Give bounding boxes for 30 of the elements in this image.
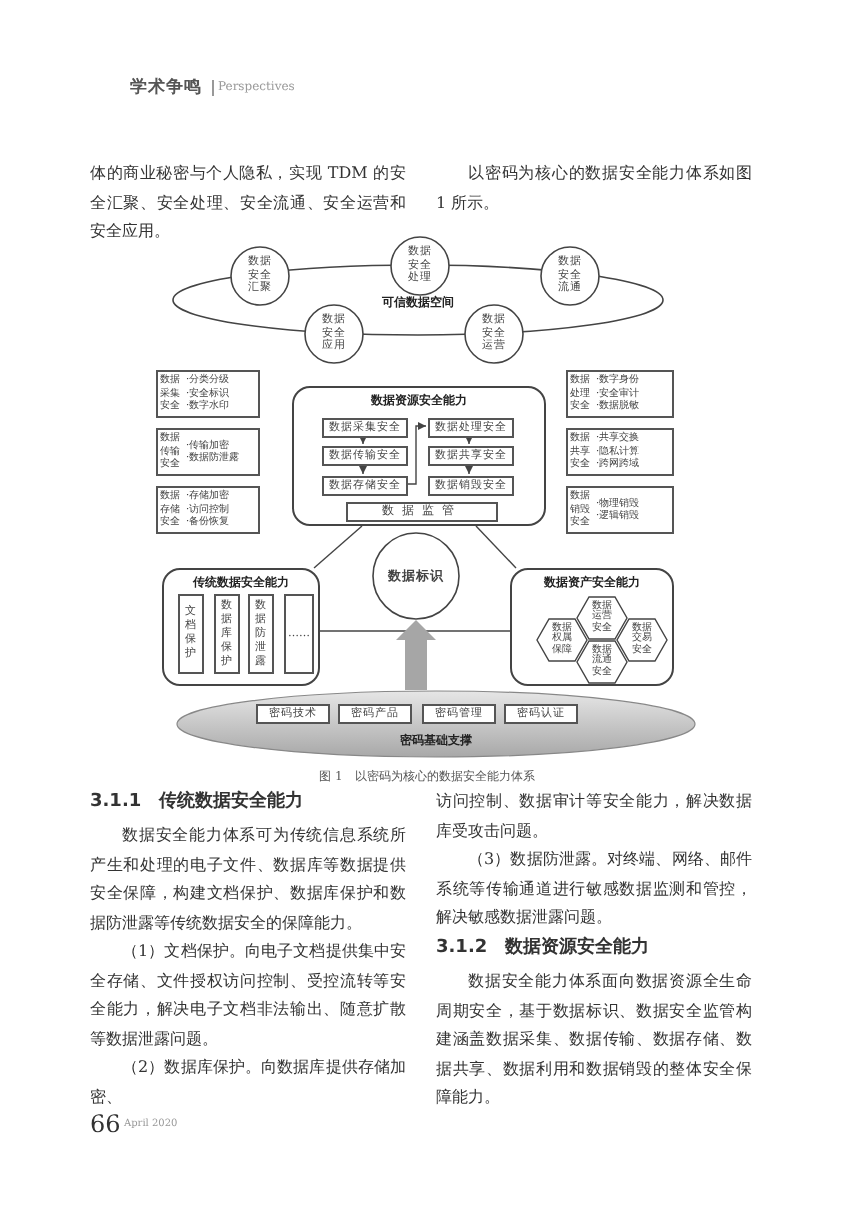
capability-panel: [510, 568, 674, 686]
section-label: 学术争鸣: [130, 76, 202, 100]
body-paragraph: （2）数据库保护。向数据库提供存储加密、: [90, 1056, 406, 1110]
body-paragraph: 以密码为核心的数据安全能力体系如图 1 所示。: [436, 162, 752, 216]
body-paragraph: 数据安全能力体系可为传统信息系统所产生和处理的电子文件、数据库等数据提供安全保障，构建文档保护、数据库保护和数据防泄露等传统数据安全的保障能力。: [90, 824, 406, 936]
block-arrow: [396, 620, 436, 690]
connector-line: [313, 525, 363, 569]
section-heading: 3.1.2 数据资源安全能力: [436, 934, 652, 962]
page-number: 66: [90, 1110, 121, 1138]
feature-box: [156, 428, 260, 476]
body-paragraph: 访问控制、数据审计等安全能力，解决数据库受攻击问题。: [436, 790, 752, 844]
capability-panel: [162, 568, 320, 686]
foundation-ellipse: [176, 690, 696, 758]
connector-line: [475, 525, 517, 569]
feature-box: [566, 428, 674, 476]
arrow: [405, 422, 427, 485]
body-paragraph: （3）数据防泄露。对终端、网络、邮件系统等传输通道进行敏感数据监测和管控，解决敏感数据泄露问题。: [436, 848, 752, 931]
arrow: [465, 435, 473, 445]
body-paragraph: （1）文档保护。向电子文档提供集中安全存储、文件授权访问控制、受控流转等安全能力，解决电子文档非法输出、随意扩散等数据泄露问题。: [90, 940, 406, 1052]
arrow: [465, 463, 473, 475]
feature-box: [566, 486, 674, 534]
capability-panel: [292, 386, 546, 526]
arrow: [359, 435, 367, 445]
feature-box: [156, 486, 260, 534]
feature-box: [566, 370, 674, 418]
section-heading: 3.1.1 传统数据安全能力: [90, 788, 306, 816]
arrow: [359, 463, 367, 475]
connector-line: [319, 630, 511, 632]
body-paragraph: 数据安全能力体系面向数据资源全生命周期安全，基于数据标识、数据安全监管构建涵盖数据采集、数据传输、数据存储、数据共享、数据利用和数据销毁的整体安全保障能力。: [436, 970, 752, 1111]
feature-box: [156, 370, 260, 418]
